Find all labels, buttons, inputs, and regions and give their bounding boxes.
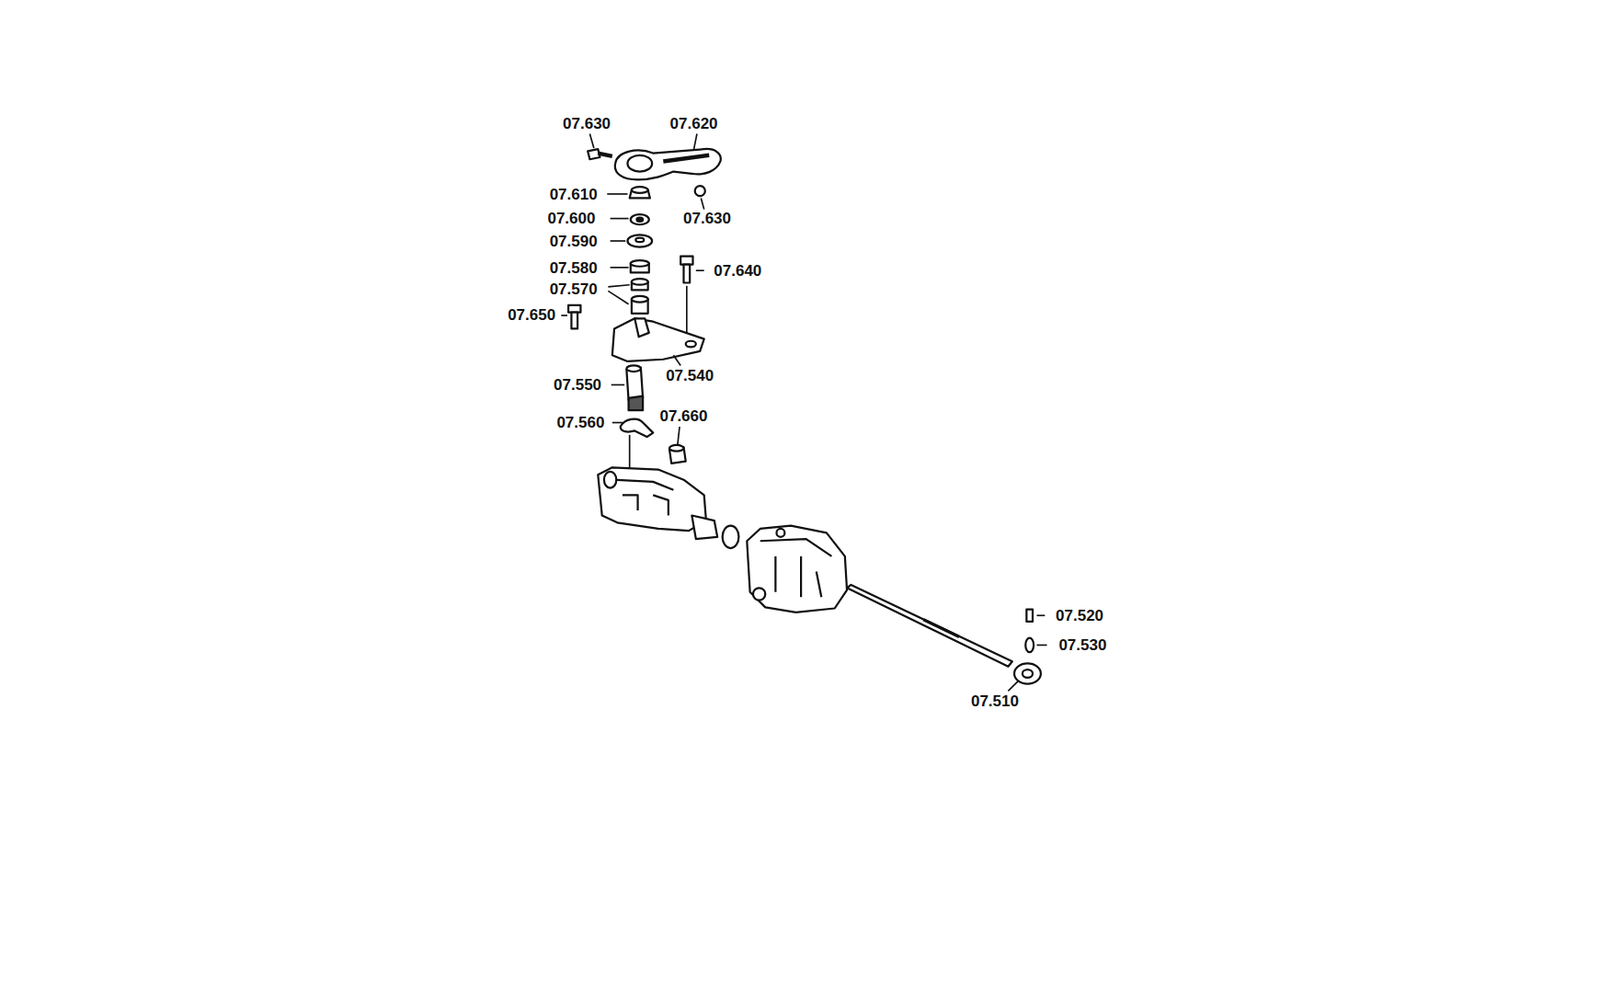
callout-number: 07.650 <box>505 305 558 323</box>
bolt-shank <box>683 264 690 284</box>
callout-number: 07.560 <box>554 413 606 432</box>
callout-number: 07.510 <box>969 692 1021 710</box>
callout-number: 07.630 <box>681 209 733 228</box>
lever-hub <box>627 155 652 172</box>
leader-lines <box>560 133 1047 691</box>
callout-number: 07.660 <box>657 406 709 424</box>
callout-number: 07.590 <box>548 231 600 250</box>
callout-number: 07.600 <box>545 209 597 228</box>
lever-arm-shade <box>662 155 709 162</box>
lever <box>615 148 721 180</box>
callout-number: 07.520 <box>1053 606 1106 625</box>
callout-number: 07.630 <box>560 114 613 133</box>
callout-number: 07.580 <box>548 258 600 276</box>
spring-washer <box>627 234 652 247</box>
bolt-thread <box>597 153 613 157</box>
lock-plate <box>620 419 654 437</box>
bracket <box>612 318 705 362</box>
washer <box>630 214 650 225</box>
callout-number: 07.570 <box>548 280 600 298</box>
callout-number: 07.530 <box>1056 636 1109 654</box>
bolt <box>680 256 693 265</box>
bolt <box>568 305 581 313</box>
callout-number: 07.620 <box>668 114 720 133</box>
callout-number: 07.610 <box>548 184 600 203</box>
shaft <box>846 584 1013 667</box>
o-ring <box>722 525 740 549</box>
housing <box>746 525 847 613</box>
pin <box>1026 609 1033 622</box>
housing <box>597 467 707 531</box>
callout-number: 07.540 <box>663 366 716 385</box>
bolt <box>695 185 706 196</box>
callout-number: 07.640 <box>711 262 764 280</box>
callout-number: 07.550 <box>551 376 604 394</box>
spring-pin <box>1025 638 1034 653</box>
